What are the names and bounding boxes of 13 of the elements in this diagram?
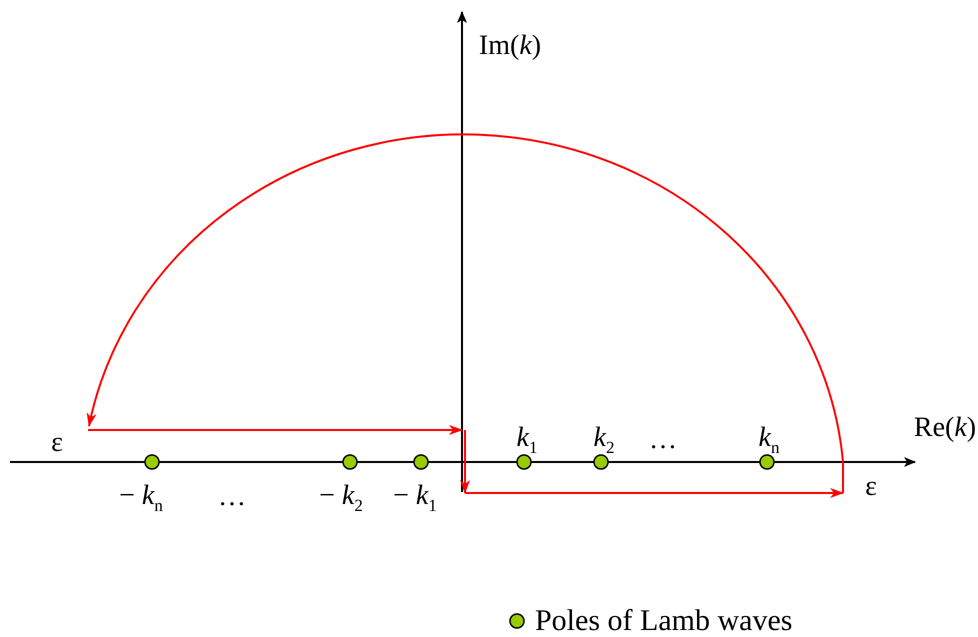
pole-label: k$_{n}$ xyxy=(758,424,780,456)
pole-label: − k$_{n}$ xyxy=(119,482,163,514)
pole-label: − k$_{1}$ xyxy=(393,482,437,514)
pole-label: k$_{1}$ xyxy=(516,424,538,456)
pole-label: − k$_{2}$ xyxy=(319,482,363,514)
axis-label: Re(k) xyxy=(914,414,976,442)
legend-label: Poles of Lamb waves xyxy=(535,606,792,636)
axis-label: Im(k) xyxy=(478,32,542,60)
ellipsis: … xyxy=(218,483,246,511)
epsilon-label: ε xyxy=(865,473,877,501)
ellipsis: … xyxy=(649,426,677,454)
pole-label: k$_{2}$ xyxy=(594,424,614,456)
epsilon-label: ε xyxy=(51,429,63,457)
